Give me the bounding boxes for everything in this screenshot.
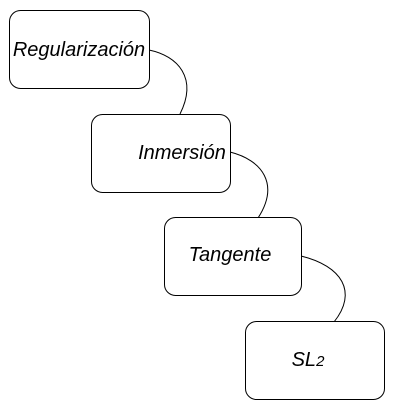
step-box-inmersion: Inmersión bbox=[91, 114, 231, 193]
step-box-frame bbox=[245, 321, 385, 400]
step-label: Regularización bbox=[13, 39, 145, 61]
step-box-frame bbox=[91, 114, 231, 193]
step-label: Tangente bbox=[189, 244, 272, 266]
connector-1-2 bbox=[148, 49, 188, 115]
step-label-suffix: 2 bbox=[315, 353, 325, 370]
step-label-main: SL bbox=[292, 349, 316, 371]
step-label: Inmersión bbox=[138, 142, 226, 164]
step-box-tangente: Tangente bbox=[164, 217, 302, 296]
step-box-regularizacion: Regularización bbox=[9, 10, 150, 89]
step-box-frame bbox=[164, 217, 302, 296]
connector-3-4 bbox=[300, 255, 346, 323]
step-box-sl2: SL2 bbox=[245, 321, 385, 400]
connector-2-3 bbox=[229, 151, 269, 219]
step-label: SL2 bbox=[292, 349, 325, 371]
step-box-frame bbox=[9, 10, 150, 89]
